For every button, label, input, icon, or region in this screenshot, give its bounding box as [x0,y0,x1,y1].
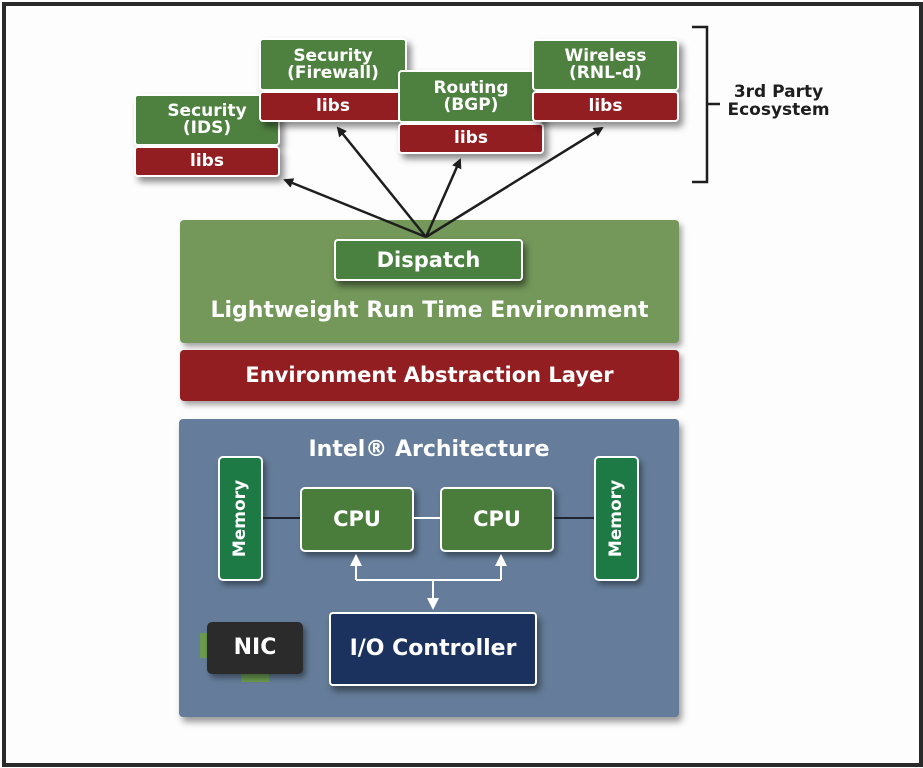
ecosystem-label: 3rd Party Ecosystem [716,82,841,120]
memory-right: Memory [594,456,639,581]
nic-connector-bottom [241,672,269,682]
app-routing-bgp: Routing (BGP) [398,70,544,123]
app-title-line: (IDS) [182,118,232,138]
app-title-line: (BGP) [443,94,499,115]
memory-left: Memory [218,456,263,581]
ecosystem-label-line: Ecosystem [727,99,830,120]
memory-right-label: Memory [606,479,626,558]
cpu-right: CPU [440,487,554,552]
memory-left-label: Memory [230,479,250,558]
dispatch-box: Dispatch [334,239,523,281]
app-title-line: (RNL-d) [569,63,642,83]
environment-abstraction-layer: Environment Abstraction Layer [180,350,679,401]
app-security-ids: Security (IDS) [134,94,280,146]
libs-security-firewall: libs [259,91,407,122]
libs-wireless-rnl-d: libs [532,91,679,122]
nic-connector-left [200,633,208,658]
app-security-firewall: Security (Firewall) [259,38,407,91]
cpu-left: CPU [300,487,414,552]
app-title-line: Wireless [564,46,647,66]
nic-card: NIC [207,622,303,674]
app-title-line: (Firewall) [287,62,379,83]
app-title-line: Routing [433,77,509,98]
ecosystem-label-line: 3rd Party [733,82,824,102]
architecture-title: Intel® Architecture [308,437,550,462]
io-controller: I/O Controller [329,612,537,686]
libs-routing-bgp: libs [398,123,544,154]
app-title-line: Security [167,101,247,121]
libs-security-ids: libs [134,146,280,177]
runtime-label: Lightweight Run Time Environment [210,298,649,323]
app-title-line: Security [293,45,373,66]
app-wireless-rnl-d: Wireless (RNL-d) [532,39,679,91]
